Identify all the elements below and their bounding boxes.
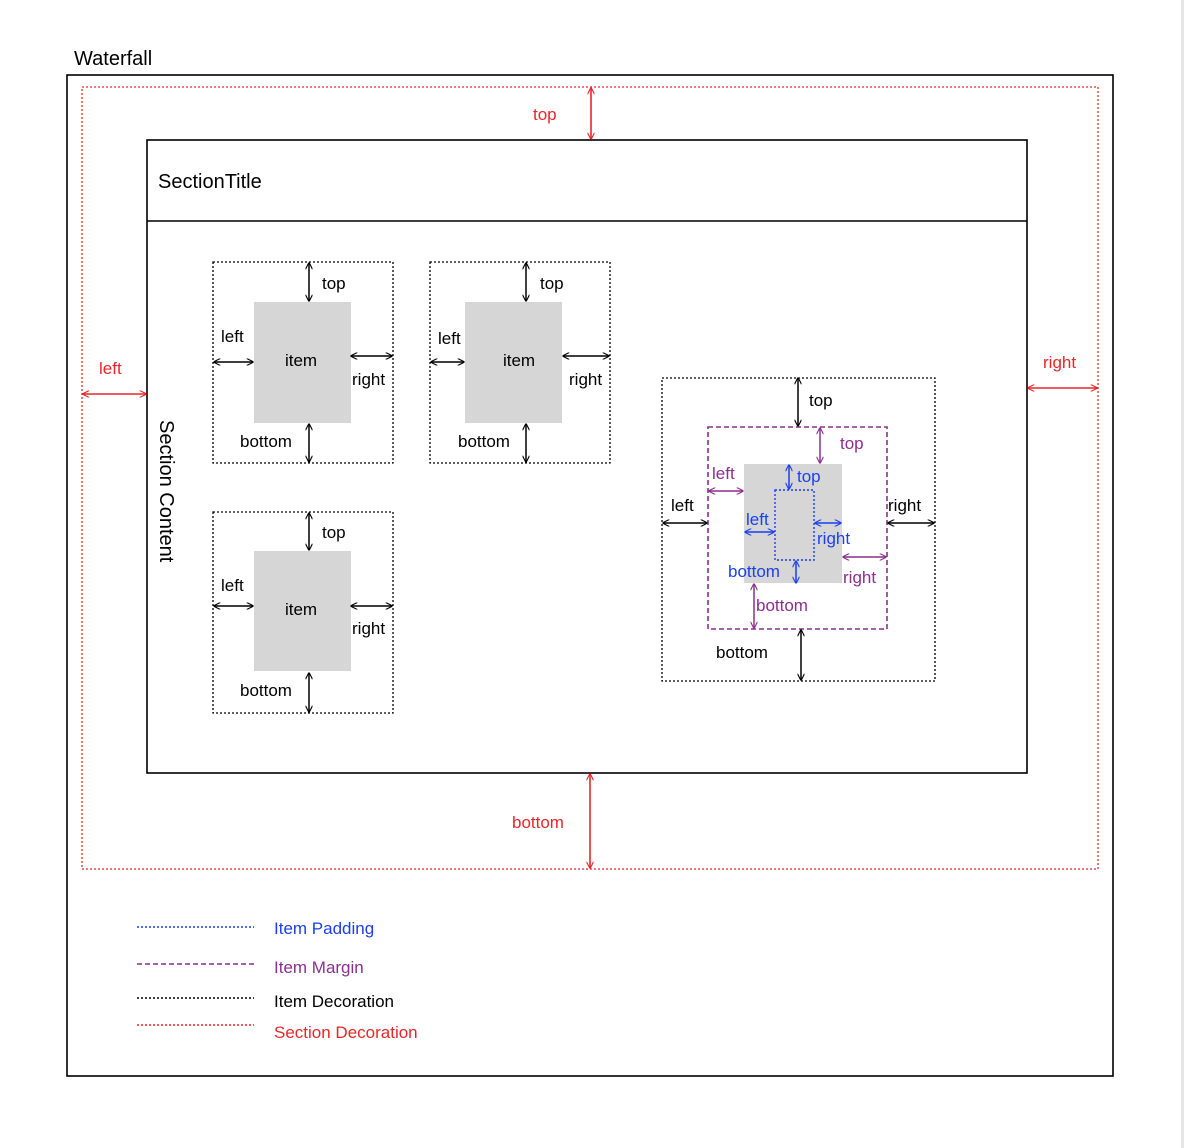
section-bottom-label: bottom (512, 813, 564, 832)
item-bottom-label: bottom (240, 432, 292, 451)
legend-padding-label: Item Padding (274, 919, 374, 938)
item-box (254, 551, 351, 671)
item-label: item (285, 351, 317, 370)
section-decoration-box (81, 86, 1099, 870)
item-left-label: left (438, 329, 461, 348)
padding-right-label: right (817, 529, 850, 548)
padding-top-label: top (797, 467, 821, 486)
item-decoration-box (212, 511, 394, 714)
margin-top-label: top (840, 434, 864, 453)
item-bottom-label: bottom (458, 432, 510, 451)
section-right-label: right (1043, 353, 1076, 372)
decoration-bottom-label: bottom (716, 643, 768, 662)
item-padding-box (774, 489, 815, 561)
item-right-label: right (352, 619, 385, 638)
section-top-label: top (533, 105, 557, 124)
legend-section-decoration-label: Section Decoration (274, 1023, 418, 1042)
padding-left-label: left (746, 510, 769, 529)
item-label: item (285, 600, 317, 619)
item-decoration-detail: top bottom left right top bottom left ri… (661, 378, 936, 682)
item-right-label: right (352, 370, 385, 389)
item-bottom-label: bottom (240, 681, 292, 700)
item-top-label: top (322, 523, 346, 542)
item-decoration-box (429, 261, 611, 464)
decoration-top-label: top (809, 391, 833, 410)
item-top-label: top (540, 274, 564, 293)
decoration-right-label: right (888, 496, 921, 515)
item-label: item (503, 351, 535, 370)
waterfall-title: Waterfall (74, 48, 152, 70)
item-top-label: top (322, 274, 346, 293)
margin-bottom-label: bottom (756, 596, 808, 615)
item-decoration-3: item top bottom left right (212, 511, 394, 714)
section-left-label: left (99, 359, 122, 378)
legend-margin-label: Item Margin (274, 958, 364, 977)
margin-right-label: right (843, 568, 876, 587)
decoration-left-label: left (671, 496, 694, 515)
legend: Item Padding Item Margin Item Decoration… (137, 919, 418, 1042)
legend-item-decoration-label: Item Decoration (274, 992, 394, 1011)
waterfall-frame (66, 74, 1114, 1077)
item-right-label: right (569, 370, 602, 389)
item-box (254, 302, 351, 423)
margin-left-label: left (712, 464, 735, 483)
item-box (465, 302, 562, 423)
item-left-label: left (221, 576, 244, 595)
item-decoration-2: item top bottom left right (429, 261, 611, 464)
item-decoration-box (212, 261, 394, 464)
section-box (146, 139, 1028, 774)
padding-bottom-label: bottom (728, 562, 780, 581)
item-left-label: left (221, 327, 244, 346)
item-margin-box (707, 426, 888, 630)
section-title: SectionTitle (158, 171, 262, 193)
item-decoration-1: item top bottom left right (212, 261, 394, 464)
section-content-label: Section Content (155, 420, 177, 563)
page-edge (1181, 0, 1184, 1148)
